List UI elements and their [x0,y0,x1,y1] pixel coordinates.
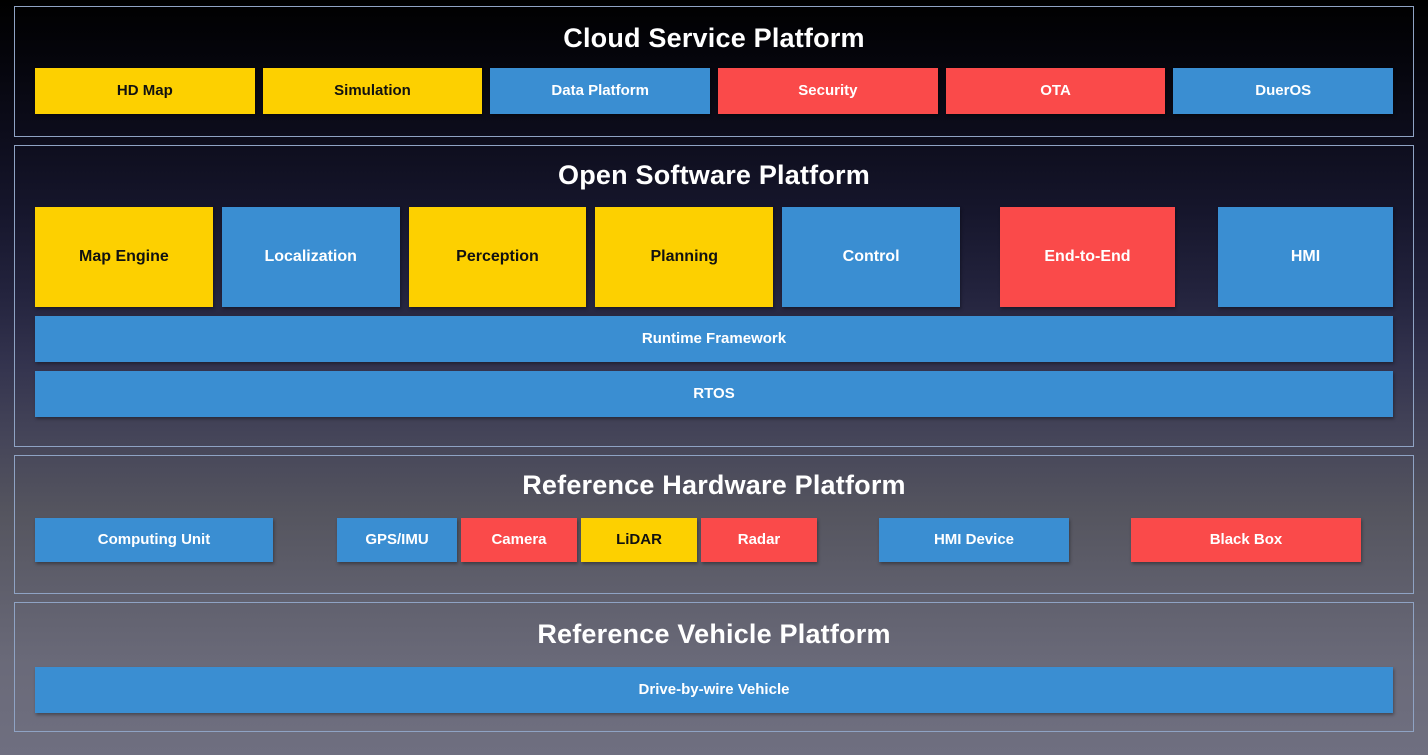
layout-spacer [969,207,991,307]
module-security[interactable]: Security [718,68,938,114]
module-hd-map[interactable]: HD Map [35,68,255,114]
vehicle-module-row: Drive-by-wire Vehicle [35,667,1393,713]
module-camera[interactable]: Camera [461,518,577,562]
layer-title-cloud: Cloud Service Platform [563,23,865,53]
software-module-row: Map Engine Localization Perception Plann… [35,207,1393,307]
layer-title-vehicle: Reference Vehicle Platform [537,619,891,649]
layer-title-hardware: Reference Hardware Platform [522,470,906,500]
module-localization[interactable]: Localization [221,207,400,307]
module-black-box[interactable]: Black Box [1131,518,1361,562]
module-radar[interactable]: Radar [701,518,817,562]
module-hmi-device[interactable]: HMI Device [879,518,1069,562]
layer-reference-hardware-platform: Reference Hardware Platform Computing Un… [14,455,1414,594]
layer-title-software: Open Software Platform [558,160,870,190]
module-rtos[interactable]: RTOS [35,371,1393,417]
cloud-module-row: HD Map Simulation Data Platform Security… [35,68,1394,114]
module-lidar[interactable]: LiDAR [581,518,697,562]
module-end-to-end[interactable]: End-to-End [999,207,1175,307]
module-planning[interactable]: Planning [595,207,774,307]
module-dueros[interactable]: DuerOS [1173,68,1394,114]
module-drive-by-wire-vehicle[interactable]: Drive-by-wire Vehicle [35,667,1393,713]
layer-reference-vehicle-platform: Reference Vehicle Platform Drive-by-wire… [14,602,1414,732]
architecture-diagram: Cloud Service Platform HD Map Simulation… [14,6,1414,750]
module-gps-imu[interactable]: GPS/IMU [337,518,457,562]
module-runtime-framework[interactable]: Runtime Framework [35,316,1393,362]
module-hmi[interactable]: HMI [1217,207,1393,307]
module-simulation[interactable]: Simulation [262,68,483,114]
sensor-group: GPS/IMU Camera LiDAR Radar [337,518,817,562]
module-perception[interactable]: Perception [408,207,587,307]
layout-spacer [1184,207,1209,307]
hardware-module-row: Computing Unit GPS/IMU Camera LiDAR Rada… [35,518,1393,562]
layer-cloud-service-platform: Cloud Service Platform HD Map Simulation… [14,6,1414,137]
module-control[interactable]: Control [782,207,960,307]
layer-open-software-platform: Open Software Platform Map Engine Locali… [14,145,1414,447]
module-map-engine[interactable]: Map Engine [35,207,213,307]
module-ota[interactable]: OTA [945,68,1166,114]
module-data-platform[interactable]: Data Platform [490,68,711,114]
module-computing-unit[interactable]: Computing Unit [35,518,273,562]
